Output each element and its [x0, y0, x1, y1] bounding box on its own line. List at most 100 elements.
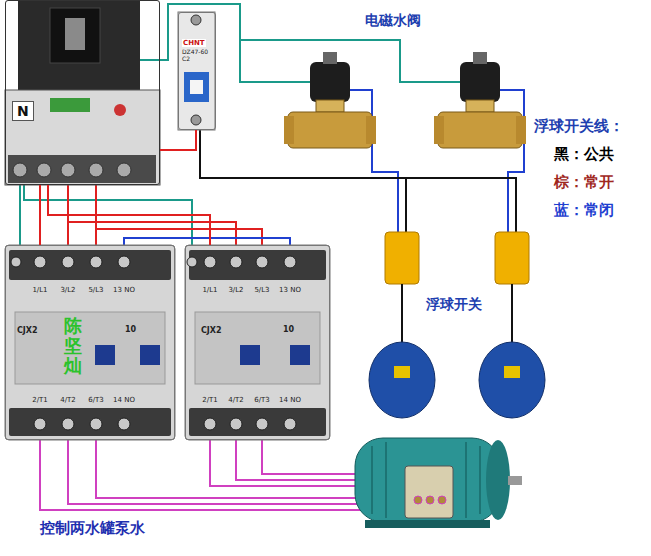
motor-terminal — [414, 496, 422, 504]
float-cable — [401, 284, 403, 344]
terminal-screw — [62, 256, 74, 268]
valve-nut — [323, 52, 337, 64]
terminal-screw — [34, 418, 46, 430]
valve-title: 电磁水阀 — [365, 12, 421, 28]
terminal-strip — [189, 408, 326, 436]
terminal-box — [405, 466, 453, 518]
motor-feet — [365, 520, 490, 528]
valve-body — [438, 112, 522, 148]
valve-body — [288, 112, 372, 148]
terminal-screw — [90, 256, 102, 268]
terminal-label: 6/T3 — [87, 396, 105, 404]
motor-fin — [465, 442, 467, 518]
terminal-screw — [11, 257, 21, 267]
valve-bonnet — [316, 100, 344, 112]
wire-key: 黑：公共 — [554, 146, 614, 163]
motor-terminal — [426, 496, 434, 504]
wire-key: 棕：常开 — [554, 174, 614, 191]
contactor-window — [140, 345, 160, 365]
contactor-body — [5, 245, 175, 440]
terminal-label: 13 NO — [112, 286, 136, 294]
terminal-screw — [204, 418, 216, 430]
valve-port — [516, 116, 526, 144]
contactor-body — [185, 245, 330, 440]
contactor-front — [195, 312, 320, 384]
breaker-base — [5, 90, 160, 185]
terminal-label: 4/T2 — [227, 396, 245, 404]
motor-fins — [372, 442, 480, 518]
terminal-label: 3/L2 — [227, 286, 244, 294]
wire-key: 蓝：常闭 — [554, 202, 614, 219]
contactor-drawing — [185, 245, 330, 440]
terminal-screw — [90, 418, 102, 430]
float-tag — [394, 366, 410, 378]
contactor-window — [290, 345, 310, 365]
valve-wire — [240, 40, 310, 82]
terminal-screw — [13, 163, 27, 177]
terminal-strip — [8, 155, 156, 183]
mini-breaker-body — [178, 12, 215, 130]
terminal-label: 5/L3 — [253, 286, 270, 294]
contactor-drawing — [5, 245, 175, 440]
terminal-label: 4/T2 — [59, 396, 77, 404]
terminal-strip — [9, 250, 171, 280]
breaker-plate — [50, 98, 90, 112]
terminal-screw — [256, 256, 268, 268]
mini-breaker-toggle — [190, 80, 203, 94]
terminal-label: 5/L3 — [87, 286, 104, 294]
terminal-label: 3/L2 — [59, 286, 76, 294]
brand-mark: CHNT — [182, 39, 206, 47]
neutral-tag: N — [12, 101, 34, 121]
contactor-model: CJX2 — [16, 326, 39, 335]
terminal-screw — [37, 163, 51, 177]
terminal-screw — [89, 163, 103, 177]
terminal-label: 14 NO — [278, 396, 302, 404]
motor-shaft — [508, 476, 522, 485]
float-cylinder — [385, 232, 419, 284]
terminal-screw — [61, 163, 75, 177]
terminal-screw — [117, 163, 131, 177]
float-tag — [504, 366, 520, 378]
valve-port — [434, 116, 444, 144]
watermark: 陈坚灿 — [64, 316, 82, 375]
contactor: CJX2 10 — [185, 245, 330, 440]
valve-bonnet — [466, 100, 494, 112]
solenoid-valve — [434, 52, 526, 148]
leakage-breaker: N — [5, 0, 160, 185]
valve-nut — [473, 52, 487, 64]
mini-breaker: CHNTDZ47-60 C2 — [178, 12, 216, 130]
terminal-screw — [62, 418, 74, 430]
wire-connector — [48, 185, 210, 245]
valve-port — [284, 116, 294, 144]
common-wire — [406, 178, 516, 232]
handle — [65, 18, 85, 50]
leakage-breaker-drawing — [5, 0, 160, 185]
motor-drawing — [355, 438, 522, 528]
terminal-strip — [189, 250, 326, 280]
contactor-window — [240, 345, 260, 365]
contactor: CJX210 — [5, 245, 175, 440]
test-button — [114, 104, 126, 116]
terminal-screw — [284, 256, 296, 268]
motor-fin — [479, 446, 481, 514]
contactor-window — [95, 345, 115, 365]
valve-coil — [460, 62, 500, 102]
solenoid-valve — [284, 52, 376, 148]
mini-breaker-drawing — [178, 12, 215, 130]
terminal-strip — [9, 408, 171, 436]
motor-fin — [385, 442, 387, 518]
terminal-label: 2/T1 — [201, 396, 219, 404]
contact-code: 10 — [282, 325, 295, 334]
terminal-screw — [191, 115, 201, 125]
terminal-screw — [191, 15, 201, 25]
float-ball — [369, 342, 435, 418]
contactor-model: CJX2 — [200, 326, 223, 335]
float-ball — [479, 342, 545, 418]
caption: 控制两水罐泵水 — [40, 520, 145, 537]
control-wire — [350, 90, 398, 232]
terminal-label: 14 NO — [112, 396, 136, 404]
wire-connector — [39, 185, 41, 245]
